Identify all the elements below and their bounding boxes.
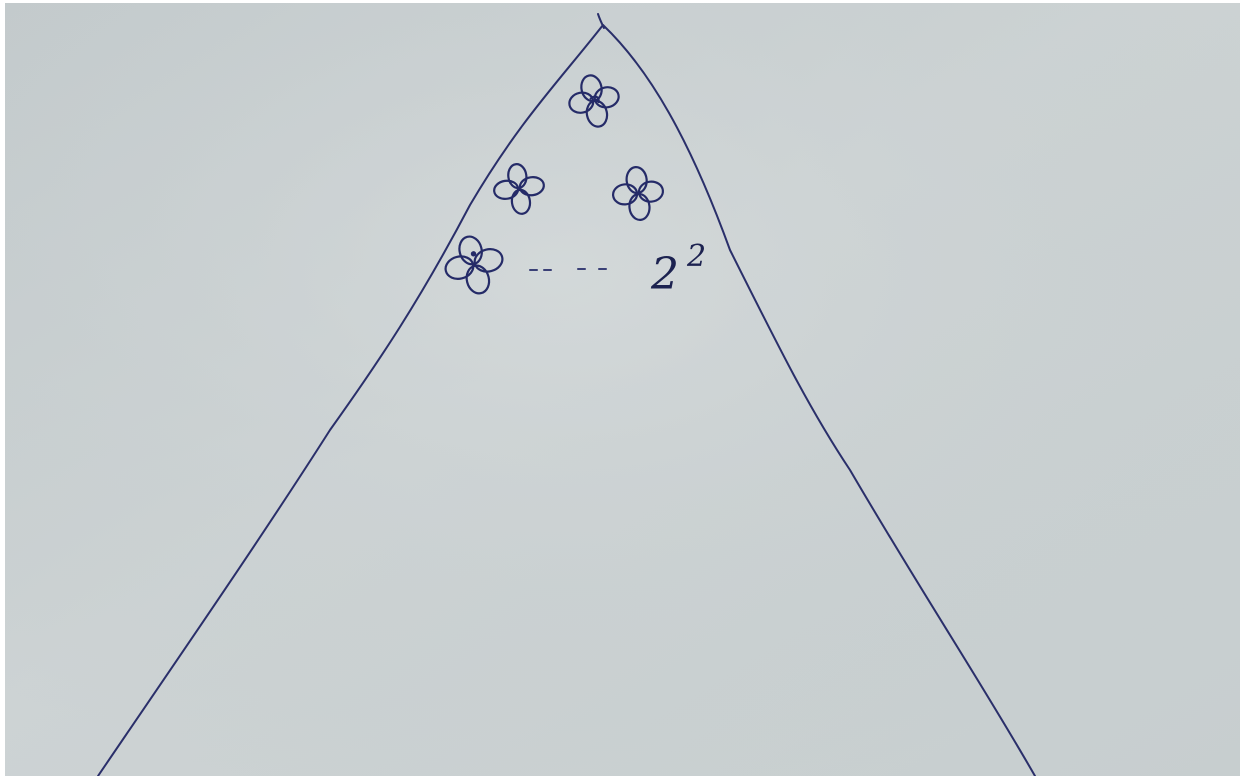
exponent-label: 2 [686,239,706,274]
photo-edge-left [0,0,5,776]
photo-edge-top [0,0,1247,3]
photo-edge-right [1240,0,1247,776]
base-label: 2 [650,249,679,300]
